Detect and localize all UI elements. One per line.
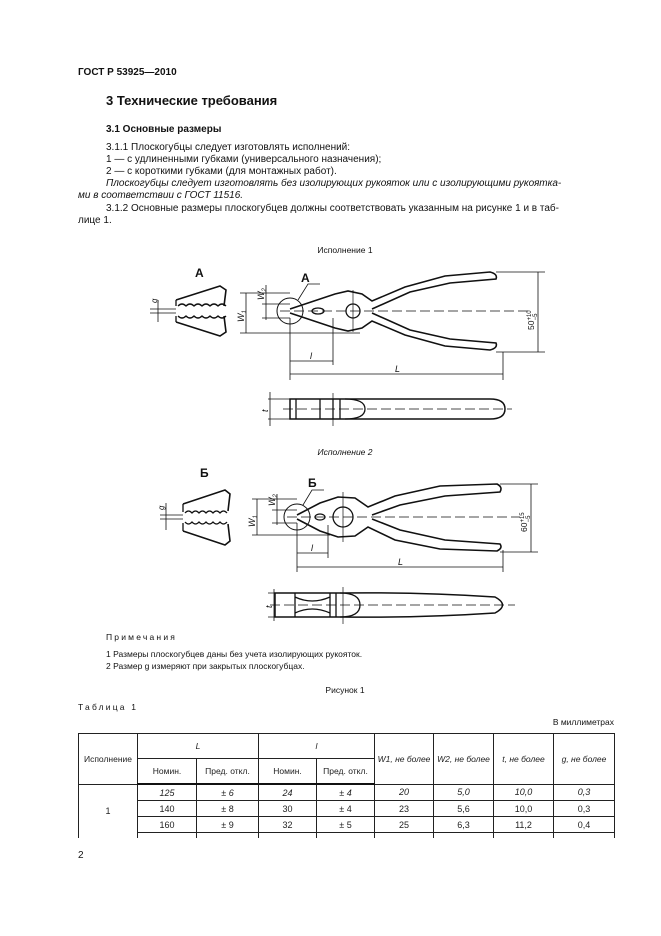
dim-t: t bbox=[260, 409, 270, 412]
notes-title: Примечания bbox=[106, 632, 178, 642]
cell: 0,3 bbox=[553, 800, 615, 817]
group-cell: 1 bbox=[78, 783, 138, 838]
cell: 125 bbox=[137, 783, 197, 801]
cell: 11,2 bbox=[493, 816, 554, 833]
header-l: l bbox=[258, 733, 375, 759]
figure-caption-variant2: Исполнение 2 bbox=[317, 447, 373, 457]
cell: ± 4 bbox=[316, 783, 375, 801]
header-g: g, не более bbox=[553, 733, 615, 785]
dim-t: t bbox=[264, 605, 274, 608]
table-units: В миллиметрах bbox=[552, 717, 614, 727]
paragraph: 3.1.2 Основные размеры плоскогубцев долж… bbox=[106, 203, 559, 214]
cell: 24 bbox=[258, 783, 317, 801]
document-header: ГОСТ Р 53925—2010 bbox=[78, 67, 177, 78]
dimension-lines-1 bbox=[240, 271, 545, 380]
paragraph: лице 1. bbox=[78, 215, 112, 226]
dim-L: L bbox=[395, 364, 400, 374]
cell: ± 4 bbox=[316, 800, 375, 817]
cell: 25 bbox=[374, 816, 434, 833]
cell: ± 6 bbox=[196, 783, 259, 801]
table-title: Таблица 1 bbox=[78, 702, 139, 712]
cell: ± 9 bbox=[196, 816, 259, 833]
header-L: L bbox=[137, 733, 259, 759]
paragraph: Плоскогубцы следует изготовлять без изол… bbox=[106, 178, 562, 189]
cell: 0,4 bbox=[553, 816, 615, 833]
dim-w2: W2 bbox=[256, 288, 268, 301]
cell: 6,3 bbox=[433, 816, 494, 833]
cell: 23 bbox=[374, 800, 434, 817]
pliers-side-view-2 bbox=[268, 587, 515, 624]
note: 2 Размер g измеряют при закрытых плоског… bbox=[106, 661, 305, 671]
cell: 0,3 bbox=[553, 783, 615, 801]
cell: 32 bbox=[258, 816, 317, 833]
cell: 140 bbox=[137, 800, 197, 817]
dimensions-table: Исполнение L l W1, не более W2, не более… bbox=[78, 733, 615, 838]
dim-w1: W1 bbox=[236, 310, 248, 322]
paragraph: 3.1.1 Плоскогубцы следует изготовлять ис… bbox=[106, 142, 351, 153]
detail-callout: Б bbox=[308, 476, 317, 490]
detail-a-jaw bbox=[150, 285, 227, 337]
table-continuation bbox=[79, 832, 615, 838]
cell: 160 bbox=[137, 816, 197, 833]
figure-label: Рисунок 1 bbox=[325, 685, 365, 695]
paragraph: ми в соответствии с ГОСТ 11516. bbox=[78, 190, 244, 201]
paragraph: 2 — с короткими губками (для монтажных р… bbox=[106, 166, 337, 177]
cell: 30 bbox=[258, 800, 317, 817]
paragraph: 1 — с удлиненными губками (универсальног… bbox=[106, 154, 382, 165]
cell: ± 8 bbox=[196, 800, 259, 817]
pliers-drawing: А g А W1 W2 l L 50+10−5 t Б g bbox=[150, 266, 545, 624]
note: 1 Размеры плоскогубцев даны без учета из… bbox=[106, 649, 363, 659]
dim-w1: W1 bbox=[247, 515, 259, 527]
header-nom: Номин. bbox=[137, 758, 197, 785]
header-variant: Исполнение bbox=[78, 733, 138, 785]
dim-g: g bbox=[157, 505, 166, 510]
section-title: 3 Технические требования bbox=[106, 93, 278, 108]
dim-l: l bbox=[310, 351, 313, 361]
detail-label: А bbox=[195, 266, 204, 280]
dim-l: l bbox=[311, 543, 314, 553]
cell: 10,0 bbox=[493, 783, 554, 801]
dim-g: g bbox=[150, 298, 159, 303]
header-w1: W1, не более bbox=[374, 733, 434, 785]
detail-callout: А bbox=[301, 271, 310, 285]
detail-label: Б bbox=[200, 466, 209, 480]
page-number: 2 bbox=[78, 850, 84, 861]
header-tol: Пред. откл. bbox=[316, 758, 375, 785]
dim-w2: W2 bbox=[267, 494, 279, 507]
cell: 5,6 bbox=[433, 800, 494, 817]
pliers-side-view-1 bbox=[268, 392, 512, 426]
figure-caption-variant1: Исполнение 1 bbox=[317, 245, 373, 255]
subsection-title: 3.1 Основные размеры bbox=[106, 124, 222, 135]
dim-height: 50+10−5 bbox=[526, 310, 539, 330]
cell: 5,0 bbox=[433, 783, 494, 801]
pliers-main-view-2 bbox=[283, 483, 520, 552]
header-tol: Пред. откл. bbox=[196, 758, 259, 785]
cell: ± 5 bbox=[316, 816, 375, 833]
dim-L: L bbox=[398, 557, 403, 567]
header-t: t, не более bbox=[493, 733, 554, 785]
detail-b-jaw bbox=[160, 489, 231, 546]
header-nom: Номин. bbox=[258, 758, 317, 785]
header-w2: W2, не более bbox=[433, 733, 494, 785]
cell: 10,0 bbox=[493, 800, 554, 817]
dim-height: 60+15−5 bbox=[519, 512, 532, 532]
cell: 20 bbox=[374, 783, 434, 801]
dimension-lines-2 bbox=[252, 483, 538, 572]
